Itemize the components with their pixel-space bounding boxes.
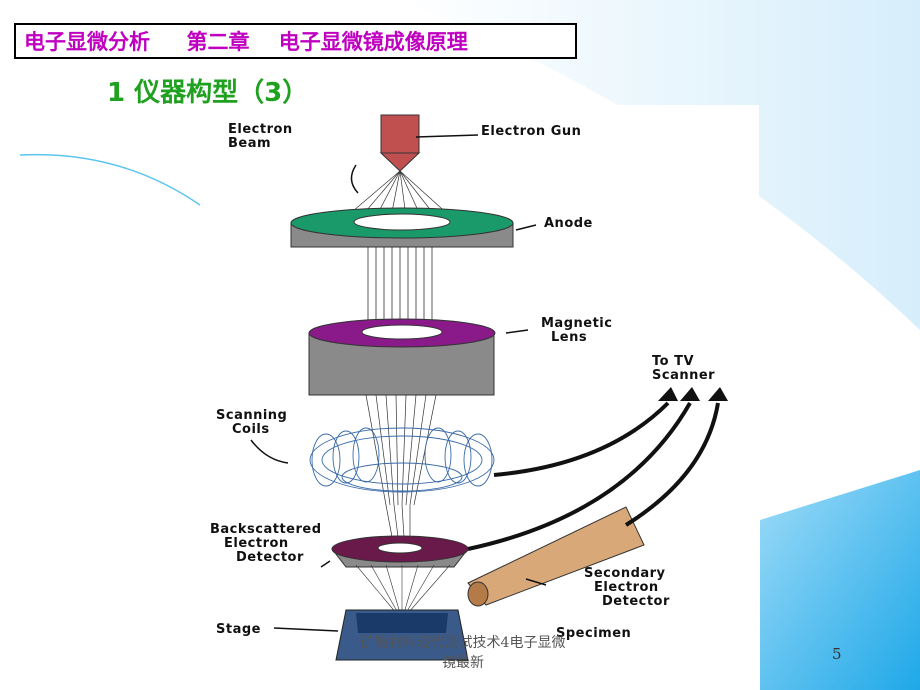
sem-diagram-drawing xyxy=(250,114,728,661)
label-electron-beam-line2: Beam xyxy=(228,136,272,151)
label-anode: Anode xyxy=(544,216,593,231)
label-se-line3: Detector xyxy=(602,594,670,609)
label-to-tv-line1: To TV xyxy=(652,354,695,369)
label-magnetic-lens-line2: Lens xyxy=(551,330,588,345)
footer-line1: 矿物材料现代测试技术4电子显微 xyxy=(360,635,566,651)
label-electron-beam: Electron Beam xyxy=(228,123,293,151)
label-electron-gun: Electron Gun xyxy=(481,124,582,139)
signal-arrows xyxy=(467,401,720,551)
label-scanning-coils-line1: Scanning xyxy=(216,408,288,423)
label-electron-beam-line1: Electron xyxy=(228,122,293,137)
label-magnetic-lens-line1: Magnetic xyxy=(541,316,613,331)
label-magnetic-lens: Magnetic Lens xyxy=(541,317,612,345)
label-scanning-coils-line2: Coils xyxy=(232,422,270,437)
label-to-tv-scanner: To TV Scanner xyxy=(652,355,715,383)
label-secondary-detector: Secondary Electron Detector xyxy=(584,567,670,609)
section-heading: 1 仪器构型（3） xyxy=(107,78,309,108)
label-stage: Stage xyxy=(216,622,261,637)
label-bse-line3: Detector xyxy=(236,550,304,565)
label-bse-line1: Backscattered xyxy=(210,522,322,537)
label-specimen: Specimen xyxy=(556,626,632,641)
slide-footer: 矿物材料现代测试技术4电子显微 镜最新 xyxy=(318,633,608,673)
scanning-coils-shape xyxy=(309,427,495,493)
label-backscattered-detector: Backscattered Electron Detector xyxy=(210,523,322,565)
label-se-line1: Secondary xyxy=(584,566,666,581)
electron-gun-shape xyxy=(380,114,420,154)
label-to-tv-line2: Scanner xyxy=(652,368,716,383)
label-se-line2: Electron xyxy=(594,580,659,595)
title-box: 电子显微分析 第二章 电子显微镜成像原理 xyxy=(14,23,577,59)
slide-title: 电子显微分析 第二章 电子显微镜成像原理 xyxy=(24,30,468,54)
page-number: 5 xyxy=(832,645,842,663)
sem-diagram: Electron Beam Electron Gun Anode Magneti… xyxy=(206,105,759,675)
beam-column xyxy=(367,247,433,327)
label-bse-line2: Electron xyxy=(224,536,289,551)
footer-line2: 镜最新 xyxy=(442,655,484,671)
label-scanning-coils: Scanning Coils xyxy=(216,409,287,437)
